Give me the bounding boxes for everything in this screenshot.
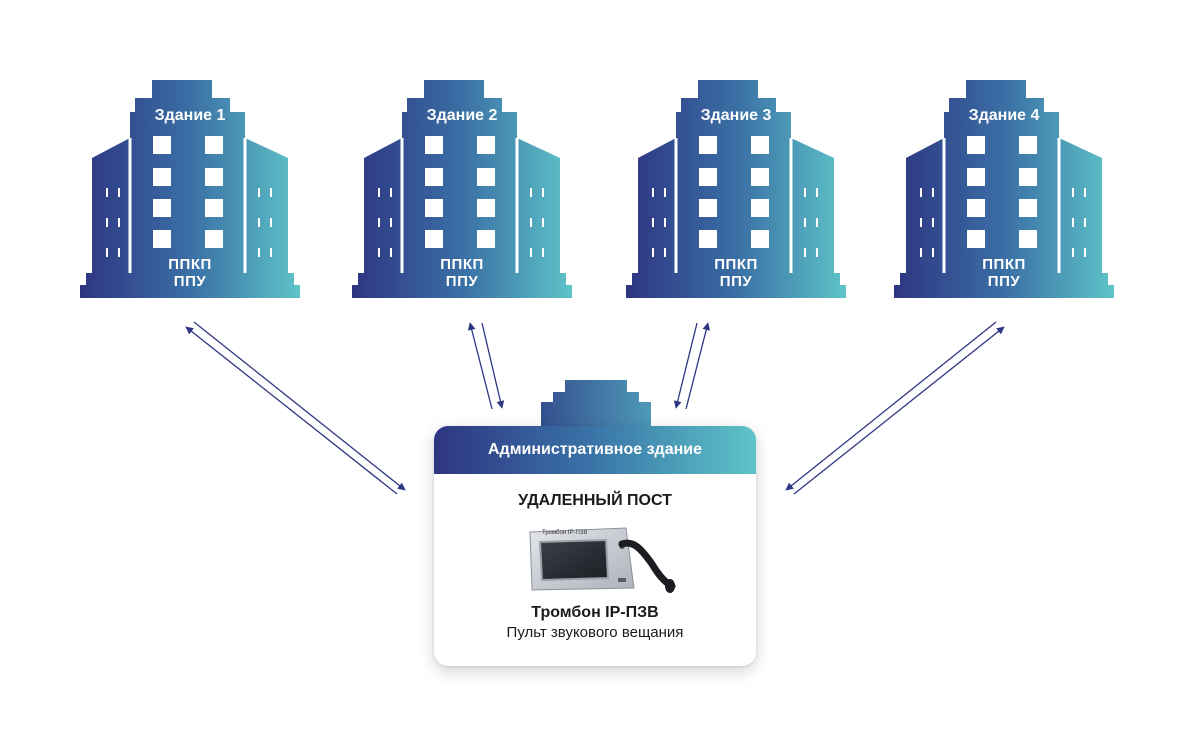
system-ppu: ППУ (719, 273, 753, 290)
system-ppu: ППУ (987, 273, 1021, 290)
arrow-admin-to-building4 (793, 326, 1005, 495)
building-name: Здание 2 (426, 107, 498, 124)
arrow-building4-to-admin (785, 321, 997, 491)
building-systems: ППКП ППУ (135, 256, 245, 290)
building-4: Здание 4 ППКП ППУ (894, 80, 1114, 298)
remote-post-title: УДАЛЕННЫЙ ПОСТ (518, 492, 672, 509)
admin-building-card: Административное здание УДАЛЕННЫЙ ПОСТ Т… (434, 426, 756, 666)
building-name: Здание 4 (968, 107, 1040, 124)
broadcast-console-image (529, 527, 676, 593)
device-name: Тромбон IP-ПЗВ (531, 604, 659, 621)
arrow-admin-to-building3 (685, 322, 711, 410)
device-description: Пульт звукового вещания (506, 624, 684, 641)
building-2: Здание 2 ППКП ППУ (352, 80, 572, 298)
system-ppu: ППУ (445, 273, 479, 290)
arrow-admin-to-building2 (467, 322, 493, 410)
arrow-admin-to-building1 (185, 326, 398, 495)
building-name: Здание 3 (700, 107, 772, 124)
admin-building-title: Административное здание (434, 426, 756, 474)
building-icon (352, 80, 572, 298)
system-ppkp: ППКП (982, 256, 1026, 273)
admin-building-roof (541, 380, 651, 428)
system-ppkp: ППКП (440, 256, 484, 273)
system-ppkp: ППКП (168, 256, 212, 273)
arrow-building1-to-admin (193, 321, 406, 491)
system-ppu: ППУ (173, 273, 207, 290)
arrow-building3-to-admin (673, 322, 698, 409)
building-3: Здание 3 ППКП ППУ (626, 80, 846, 298)
console-panel-label: Тромбон IP-ПЗВ (542, 530, 588, 536)
building-systems: ППКП ППУ (681, 256, 791, 290)
building-systems: ППКП ППУ (949, 256, 1059, 290)
arrow-building2-to-admin (481, 322, 505, 409)
building-1: Здание 1 ППКП ППУ (80, 80, 300, 298)
building-name: Здание 1 (154, 107, 226, 124)
building-icon (80, 80, 300, 298)
building-icon (894, 80, 1114, 298)
building-systems: ППКП ППУ (407, 256, 517, 290)
building-icon (626, 80, 846, 298)
system-ppkp: ППКП (714, 256, 758, 273)
